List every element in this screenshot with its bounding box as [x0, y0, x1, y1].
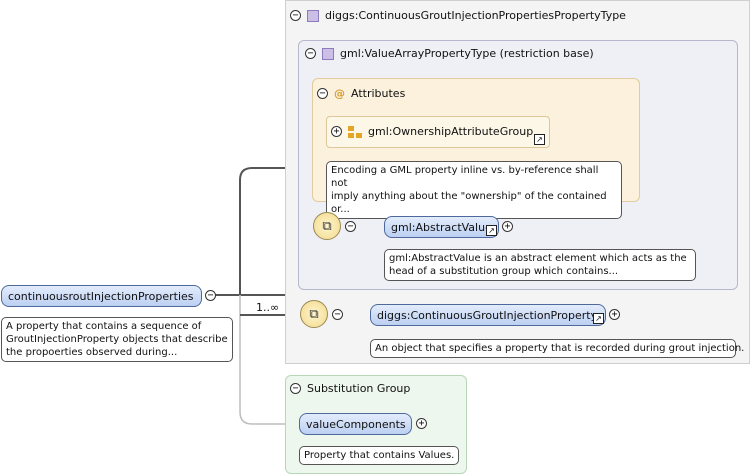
link-icon[interactable]: ↗ [486, 225, 497, 236]
substitution-group-label: Substitution Group [307, 382, 411, 395]
expand-toggle[interactable]: + [331, 126, 342, 137]
element-name: continuousroutInjectionProperties [8, 289, 194, 303]
complex-type-title: diggs:ContinuousGroutInjectionProperties… [325, 9, 626, 22]
link-icon[interactable]: ↗ [593, 313, 604, 324]
collapse-toggle[interactable]: − [305, 48, 316, 59]
expand-toggle[interactable]: + [502, 221, 513, 232]
restriction-base-title: gml:ValueArrayPropertyType (restriction … [340, 47, 594, 60]
doc-line: head of a substitution group which conta… [389, 266, 619, 277]
abstract-value-doc: gml:AbstractValue is an abstract element… [384, 249, 696, 281]
doc-line: imply anything about the "ownership" of … [331, 191, 607, 215]
attribute-group-box[interactable]: + gml:OwnershipAttributeGroup ↗ [326, 116, 550, 148]
collapse-toggle[interactable]: − [345, 221, 356, 232]
complex-type-icon [307, 9, 319, 22]
collapse-toggle[interactable]: − [290, 10, 301, 21]
cardinality-label: 1..∞ [256, 301, 280, 314]
sequence-compositor-icon[interactable]: ⧉ [300, 300, 328, 328]
collapse-toggle[interactable]: − [290, 383, 301, 394]
element-name: valueComponents [306, 417, 406, 431]
collapse-toggle[interactable]: − [317, 88, 328, 99]
attribute-group-icon [348, 125, 362, 138]
attribute-at-icon: @ [334, 87, 345, 100]
collapse-toggle[interactable]: − [332, 309, 343, 320]
doc-line: GroutInjectionProperty objects that desc… [6, 334, 228, 345]
doc-line: Encoding a GML property inline vs. by-re… [331, 165, 599, 189]
expand-toggle[interactable]: + [416, 418, 427, 429]
doc-line: gml:AbstractValue is an abstract element… [389, 253, 687, 264]
doc-line: the propoerties observed during... [6, 347, 178, 358]
complex-type-icon [322, 47, 334, 60]
element-abstract-value[interactable]: gml:AbstractValue ↗ [384, 216, 499, 238]
element-name: gml:AbstractValue [391, 220, 492, 234]
root-element-doc: A property that contains a sequence of G… [1, 317, 233, 362]
attribute-group-doc: Encoding a GML property inline vs. by-re… [326, 161, 622, 219]
element-name: diggs:ContinuousGroutInjectionProperty [377, 308, 598, 322]
value-components-doc: Property that contains Values. [299, 446, 460, 465]
link-icon[interactable]: ↗ [534, 134, 545, 145]
root-element[interactable]: continuousroutInjectionProperties [1, 285, 202, 307]
element-continuous-grout-injection-property[interactable]: diggs:ContinuousGroutInjectionProperty ↗ [370, 304, 606, 326]
element-value-components[interactable]: valueComponents [299, 413, 412, 435]
attributes-label: Attributes [351, 87, 406, 100]
expand-toggle[interactable]: + [609, 309, 620, 320]
doc-line: A property that contains a sequence of [6, 321, 202, 332]
attribute-group-name: gml:OwnershipAttributeGroup [368, 125, 534, 138]
collapse-toggle[interactable]: − [205, 290, 216, 301]
sequence-compositor-icon[interactable]: ⧉ [313, 212, 341, 240]
continuous-grout-doc: An object that specifies a property that… [370, 339, 744, 358]
